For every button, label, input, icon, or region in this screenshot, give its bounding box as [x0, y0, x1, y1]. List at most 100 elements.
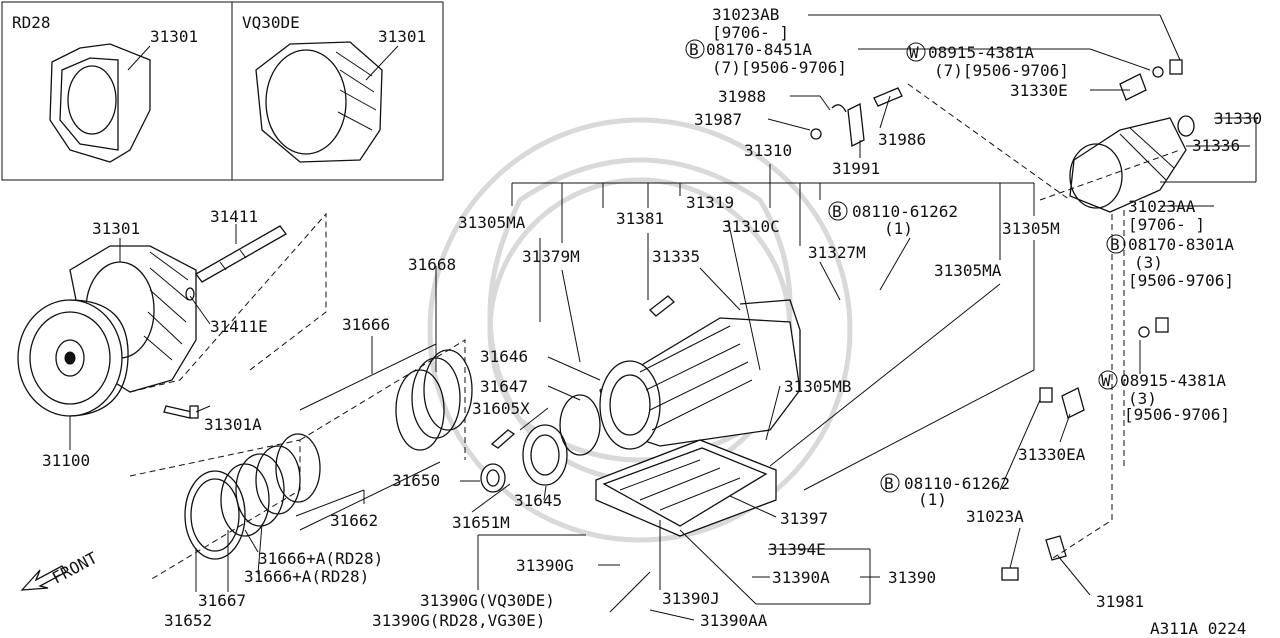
- transmission-case: [599, 299, 801, 450]
- housing-bolt: [163, 405, 199, 419]
- callout-08110-61262: 08110-61262: [852, 202, 958, 221]
- bolt-marker-icon: B: [880, 473, 900, 493]
- rd28-converter-housing: [49, 43, 151, 163]
- right-dash-3: [1049, 214, 1113, 561]
- svg-text:B: B: [832, 202, 842, 221]
- callout-31652: 31652: [164, 611, 212, 630]
- washer-marker-icon: W: [906, 42, 926, 62]
- callout-31991: 31991: [832, 159, 880, 178]
- callout-31666A-rd28: 31666+A(RD28): [258, 549, 383, 568]
- clutch-pack: [184, 349, 473, 560]
- callout-qty-date: (7)[9506-9706]: [712, 58, 847, 77]
- callout-31301A: 31301A: [204, 415, 262, 434]
- callout-31319: 31319: [686, 193, 734, 212]
- callout-31988: 31988: [718, 87, 766, 106]
- callout-31305MA: 31305MA: [458, 213, 526, 232]
- callout-31645: 31645: [514, 491, 562, 510]
- callout-31336: 31336: [1192, 136, 1240, 155]
- inset-part-vq30de: 31301: [378, 27, 426, 46]
- callout-31650: 31650: [392, 471, 440, 490]
- callout-date-range: [9706- ]: [712, 23, 789, 42]
- oil-pan: [595, 439, 777, 537]
- diagram-code: A311A 0224: [1150, 619, 1246, 638]
- callout-date-range: [9506-9706]: [1128, 271, 1234, 290]
- callout-31327M: 31327M: [808, 243, 866, 262]
- front-label: FRONT: [49, 548, 101, 588]
- callout-31379M: 31379M: [522, 247, 580, 266]
- callout-31651M: 31651M: [452, 513, 510, 532]
- svg-text:B: B: [884, 474, 894, 493]
- clutch-dash-1: [129, 439, 301, 581]
- callout-31668: 31668: [408, 255, 456, 274]
- small-bracket-parts: [490, 87, 903, 449]
- extension-housing: [1069, 115, 1195, 213]
- callout-31023AA: 31023AA: [1128, 197, 1196, 216]
- callout-31646: 31646: [480, 347, 528, 366]
- callout-31330E: 31330E: [1010, 81, 1068, 100]
- callout-31397: 31397: [780, 509, 828, 528]
- callout-31986: 31986: [878, 130, 926, 149]
- callout-31100: 31100: [42, 451, 90, 470]
- callout-31390: 31390: [888, 568, 936, 587]
- callout-08170-8301A: 08170-8301A: [1128, 235, 1234, 254]
- vq30de-converter-housing: [255, 41, 399, 163]
- callout-31662: 31662: [330, 511, 378, 530]
- oil-pump: [480, 394, 601, 493]
- callout-31666: 31666: [342, 315, 390, 334]
- callout-08110-61262: 08110-61262: [904, 474, 1010, 493]
- callout-31394E: 31394E: [768, 540, 826, 559]
- housing-outline-dash: [129, 212, 327, 393]
- callout-date-range: [9506-9706]: [1124, 405, 1230, 424]
- bolt-marker-icon: B: [1106, 234, 1126, 254]
- callout-31390G: 31390G: [516, 556, 574, 575]
- callout-qty: (3): [1134, 253, 1163, 272]
- svg-text:W: W: [909, 43, 919, 62]
- callout-31390J: 31390J: [662, 589, 720, 608]
- callout-31305MA: 31305MA: [934, 261, 1002, 280]
- callout-31667: 31667: [198, 591, 246, 610]
- torque-converter: [17, 299, 129, 417]
- front-arrow-icon: [20, 565, 67, 591]
- callout-qty: (1): [918, 490, 947, 509]
- callout-31305M: 31305M: [1002, 219, 1060, 238]
- callout-31987: 31987: [694, 110, 742, 129]
- washer-marker-icon: W: [1098, 370, 1118, 390]
- right-dash-4: [1039, 149, 1181, 201]
- callout-31023A: 31023A: [966, 507, 1024, 526]
- right-small-parts: [1001, 59, 1183, 581]
- clutch-line-b: [299, 461, 441, 531]
- inset-part-rd28: 31301: [150, 27, 198, 46]
- svg-text:B: B: [1110, 235, 1120, 254]
- callout-31330: 31330: [1214, 109, 1262, 128]
- callout-31330EA: 31330EA: [1018, 445, 1086, 464]
- callout-qty: (1): [884, 219, 913, 238]
- inset-panel: [1, 1, 444, 181]
- callout-31310: 31310: [744, 141, 792, 160]
- callout-31390A: 31390A: [772, 568, 830, 587]
- callout-31390G-rd28: 31390G(RD28,VG30E): [372, 611, 545, 630]
- callout-31335: 31335: [652, 247, 700, 266]
- clutch-dash-2: [299, 339, 466, 460]
- callout-31301: 31301: [92, 219, 140, 238]
- callout-31390G-vq30de: 31390G(VQ30DE): [420, 591, 555, 610]
- callout-qty: (3): [1128, 389, 1157, 408]
- callout-31605X: 31605X: [472, 399, 530, 418]
- clutch-line-a: [299, 343, 437, 411]
- callout-31390AA: 31390AA: [700, 611, 768, 630]
- input-shaft: [185, 225, 287, 301]
- callout-31666A-rd28: 31666+A(RD28): [244, 567, 369, 586]
- svg-text:W: W: [1101, 371, 1111, 390]
- callout-31305MB: 31305MB: [784, 377, 851, 396]
- callout-31411E: 31411E: [210, 317, 268, 336]
- callout-31411: 31411: [210, 207, 258, 226]
- inset-title-vq30de: VQ30DE: [242, 13, 300, 32]
- callout-08170-8451A: 08170-8451A: [706, 40, 812, 59]
- leader-lines: [69, 14, 1257, 621]
- bracket-31310: [511, 164, 1035, 260]
- callout-31381: 31381: [616, 209, 664, 228]
- right-dash-1: [907, 83, 1071, 201]
- callout-31981: 31981: [1096, 592, 1144, 611]
- svg-text:B: B: [689, 40, 699, 59]
- bolt-marker-icon: B: [685, 39, 705, 59]
